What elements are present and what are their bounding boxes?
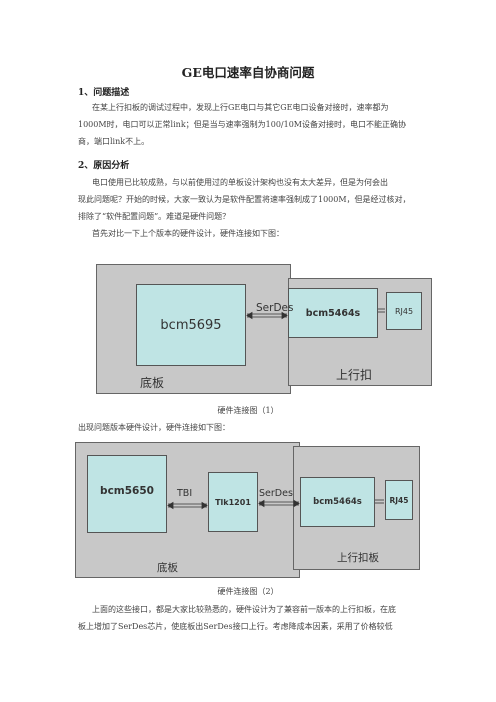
paragraph-line: 电口使用已比较成熟，与以前使用过的单板设计架构也没有太大差异，但是为何会出 <box>92 178 388 187</box>
section-1-heading: 1、问题描述 <box>78 88 130 98</box>
link-label-serdes: SerDes <box>256 302 294 314</box>
link-arrows <box>246 308 385 320</box>
chip-bcm5695: bcm5695 <box>136 284 246 366</box>
diagram-2-caption: 硬件连接图（2） <box>217 587 279 596</box>
uplink-board-label: 上行扣 <box>336 368 373 382</box>
paragraph-line: 现此问题呢？开始的时候，大家一致认为是软件配置将速率强制成了1000M，但是经过… <box>78 195 411 204</box>
page-title: GE电口速率自协商问题 <box>181 65 315 80</box>
base-board-label: 底板 <box>140 376 165 390</box>
link-label-serdes: SerDes <box>259 488 293 499</box>
paragraph-line: 排除了“软件配置问题”。难道是硬件问题？ <box>78 212 231 221</box>
chip-bcm5650: bcm5650 <box>87 455 167 533</box>
paragraph-line: 上面的这些接口，都是大家比较熟悉的，硬件设计为了兼容前一版本的上行扣板，在底 <box>92 605 396 614</box>
chip-rj45: RJ45 <box>385 480 413 520</box>
chip-bcm5464s: bcm5464s <box>300 477 375 527</box>
uplink-board-label: 上行扣板 <box>337 552 379 564</box>
chip-bcm5464s: bcm5464s <box>288 288 378 338</box>
link-arrows <box>167 499 384 510</box>
paragraph-line: 在某上行扣板的调试过程中，发现上行GE电口与其它GE电口设备对接时，速率都为 <box>92 103 389 112</box>
paragraph-line: 商，端口link不上。 <box>78 137 150 146</box>
section-2-heading: 2、原因分析 <box>78 161 130 171</box>
chip-tlk1201: Tlk1201 <box>208 472 258 532</box>
paragraph-line: 1000M时，电口可以正常link；但是当与速率强制为100/10M设备对接时，… <box>78 120 407 129</box>
link-label-tbi: TBI <box>177 488 193 499</box>
diagram-1-caption: 硬件连接图（1） <box>217 406 279 415</box>
hardware-diagram-2: bcm5650 Tlk1201 bcm5464s RJ45 TBI SerDes… <box>75 442 421 578</box>
chip-rj45: RJ45 <box>386 292 422 330</box>
paragraph-line: 板上增加了SerDes芯片，使底板出SerDes接口上行。考虑降成本因素，采用了… <box>78 622 393 631</box>
paragraph-line: 出现问题版本硬件设计，硬件连接如下图： <box>78 423 230 432</box>
paragraph-line: 首先对比一下上个版本的硬件设计，硬件连接如下图： <box>92 229 284 238</box>
base-board-label: 底板 <box>157 562 178 574</box>
hardware-diagram-1: bcm5695 bcm5464s RJ45 SerDes 底板 上行扣 <box>96 264 436 394</box>
